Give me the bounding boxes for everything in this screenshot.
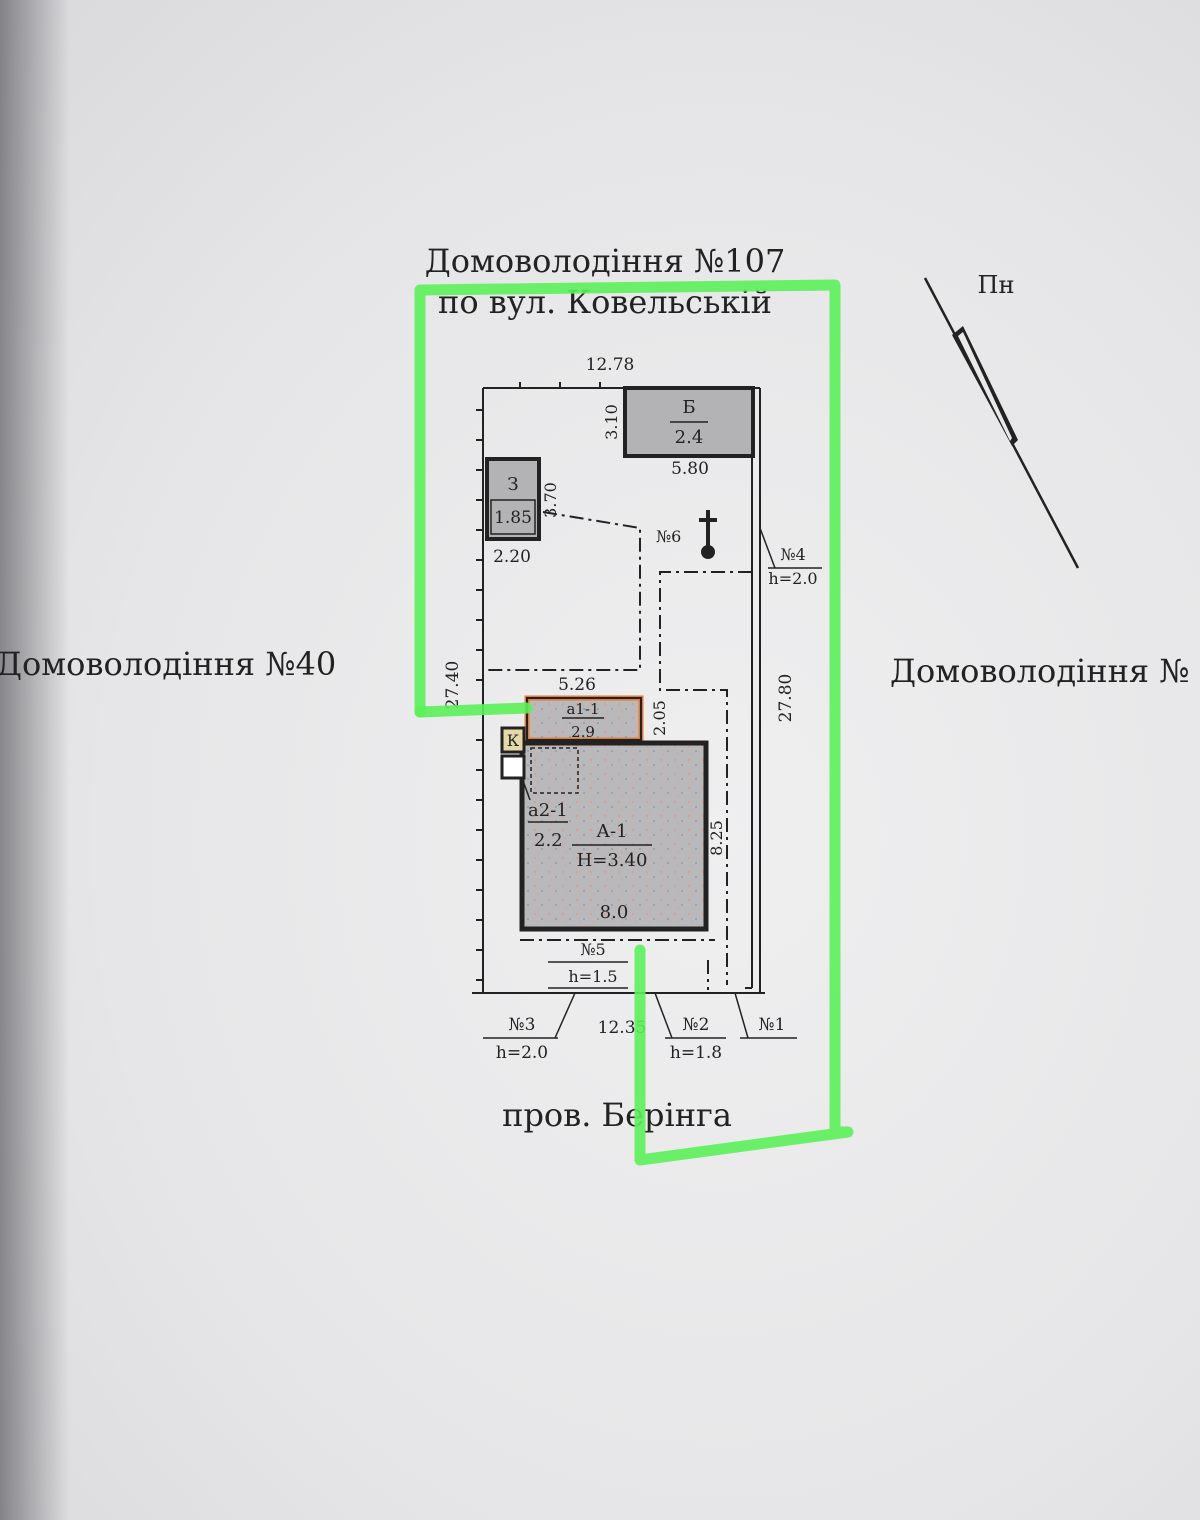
dim-b-width: 5.80 [671, 459, 709, 479]
dim-house-width: 8.0 [600, 902, 629, 923]
left-neighbor: Домоволодіння №40 [0, 645, 336, 683]
north-arrow-icon: Пн [923, 271, 1080, 569]
feature-n4-label: №4 [780, 545, 805, 564]
north-label: Пн [978, 271, 1015, 299]
house-a: а2-1 2.2 А-1 Н=3.40 [519, 740, 709, 932]
feature-n4-h: h=2.0 [768, 569, 817, 588]
highlight-outline [414, 279, 854, 1166]
feature-n3-label: №3 [509, 1015, 536, 1035]
cellar-k: К [500, 726, 531, 801]
porch-a1: а1-1 2.9 [524, 695, 644, 743]
dim-b-height: 3.10 [602, 404, 621, 440]
building-z-letter: З [507, 474, 518, 495]
left-fence-ticks [476, 409, 483, 981]
dim-z-height: 3.70 [541, 482, 560, 518]
right-inner-fence [745, 458, 753, 989]
highlight-outline-left [414, 702, 533, 718]
dim-z-width: 2.20 [493, 547, 531, 567]
porch-a1-label: а1-1 [566, 700, 599, 718]
dash-dot-lines [483, 511, 752, 990]
feature-n3-h: h=2.0 [496, 1043, 548, 1063]
building-z: З 1.85 [485, 457, 541, 541]
feature-n1: №1 [734, 992, 797, 1039]
cellar-k-letter: К [507, 731, 520, 750]
feature-n2: №2 h=1.8 [654, 992, 726, 1063]
cross-icon [699, 510, 717, 559]
dim-right-length: 27.80 [776, 674, 796, 723]
house-a-label: А-1 [596, 821, 627, 842]
building-z-value: 1.85 [494, 508, 532, 528]
house-a-height: Н=3.40 [577, 850, 648, 871]
page-shadow [0, 0, 70, 1520]
dim-top-width: 12.78 [586, 355, 635, 375]
top-neighbor-line1: Домоволодіння №107 [425, 242, 786, 280]
dim-bottom-width: 12.35 [598, 1018, 647, 1038]
building-b-value: 2.4 [675, 427, 704, 448]
dim-left-length: 27.40 [443, 661, 463, 710]
dimension-labels: 12.78 3.10 5.80 3.70 2.20 5.26 27.40 2.0… [443, 355, 796, 1038]
feature-n2-h: h=1.8 [670, 1043, 722, 1063]
lot-boundary [472, 387, 765, 994]
feature-n4: №4 h=2.0 [759, 527, 822, 588]
building-b-letter: Б [682, 397, 695, 418]
dim-porch-height: 2.05 [650, 700, 669, 736]
right-neighbor: Домоволодіння № [890, 652, 1190, 690]
feature-n5-label: №5 [580, 940, 605, 959]
dim-mid-width: 5.26 [558, 675, 596, 695]
building-b: Б 2.4 [623, 386, 755, 458]
top-fence-ticks [519, 382, 601, 388]
dim-house-height: 8.25 [707, 820, 726, 856]
feature-n6-label: №6 [656, 527, 681, 546]
feature-n5: №5 h=1.5 [548, 940, 628, 989]
annex-a2-label: а2-1 [528, 800, 568, 821]
porch-a1-value: 2.9 [571, 723, 595, 741]
feature-n6: №6 [656, 510, 717, 559]
feature-n5-h: h=1.5 [568, 967, 617, 986]
feature-n2-label: №2 [683, 1015, 710, 1035]
feature-n3: №3 h=2.0 [483, 992, 576, 1063]
bottom-street: пров. Берінга [502, 1096, 732, 1134]
annex-a2-value: 2.2 [534, 830, 563, 851]
feature-n1-label: №1 [759, 1015, 786, 1035]
